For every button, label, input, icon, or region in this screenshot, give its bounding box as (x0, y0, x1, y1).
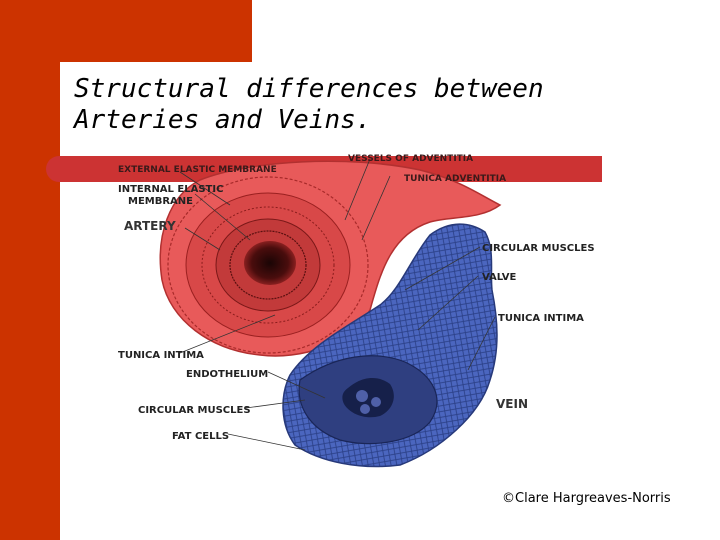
left-accent-bar (0, 0, 60, 540)
label-fat-cells: FAT CELLS (172, 431, 229, 442)
label-artery: ARTERY (124, 219, 176, 233)
label-tunica-intima-left: TUNICA INTIMA (118, 350, 204, 361)
slide-title-line2: Arteries and Veins. (74, 105, 372, 135)
label-internal-elastic-line2: MEMBRANE (128, 196, 193, 207)
label-endothelium: ENDOTHELIUM (186, 369, 268, 380)
label-vein: VEIN (496, 397, 528, 411)
artery-cross-section (159, 160, 502, 357)
slide-title-line1: Structural differences between (74, 74, 544, 104)
credit-text: ©Clare Hargreaves-Norris (502, 491, 671, 506)
label-circular-muscles-right: CIRCULAR MUSCLES (482, 243, 595, 254)
label-internal-elastic-line1: INTERNAL ELASTIC (118, 184, 223, 195)
leader-lines (179, 158, 496, 451)
label-circular-muscles-left: CIRCULAR MUSCLES (138, 405, 251, 416)
label-valve: VALVE (482, 272, 517, 283)
label-vessels-of-adventitia: VESSELS OF ADVENTITIA (348, 154, 473, 164)
artery-vein-diagram: EXTERNAL ELASTIC MEMBRANE VESSELS OF ADV… (100, 150, 605, 485)
label-external-elastic-membrane: EXTERNAL ELASTIC MEMBRANE (118, 165, 277, 175)
top-accent-bar (60, 0, 252, 62)
slide-title: Structural differences between Arteries … (74, 74, 634, 136)
label-tunica-adventitia: TUNICA ADVENTITIA (404, 174, 506, 184)
vein-cross-section (282, 223, 498, 468)
label-tunica-intima-right: TUNICA INTIMA (498, 313, 584, 324)
